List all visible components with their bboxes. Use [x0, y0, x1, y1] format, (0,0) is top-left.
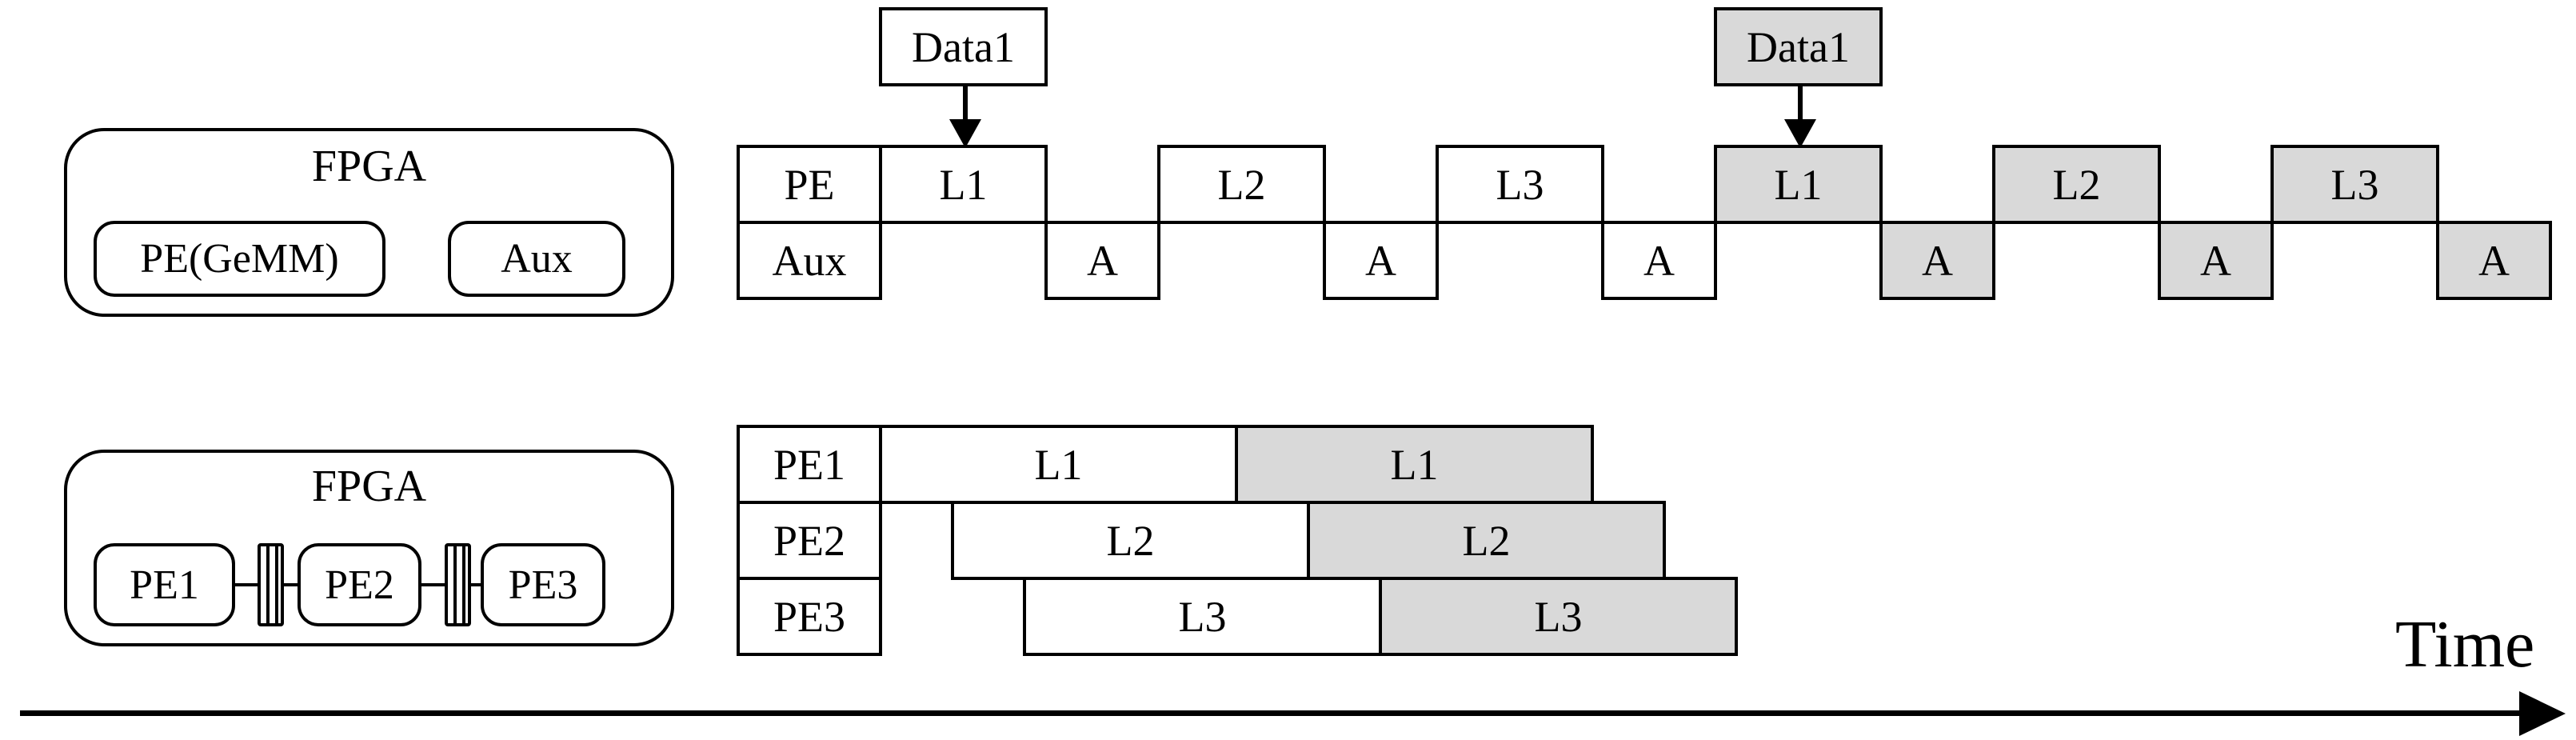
aux-timeline-block-label: A [1087, 236, 1118, 285]
data-arrow-line [1797, 83, 1803, 122]
pipeline-register-icon [258, 543, 284, 626]
pe-timeline-block: L3 [2270, 145, 2439, 224]
pipeline-register-icon [445, 543, 471, 626]
aux-timeline-block-label: A [2200, 236, 2231, 285]
pipeline-wire [235, 583, 258, 586]
pipeline-timeline-block-label: L1 [1390, 440, 1439, 489]
aux-timeline-block: A [1323, 221, 1439, 300]
pe-timeline-block-label: L2 [2052, 160, 2101, 209]
pe2-box-label: PE2 [325, 562, 394, 608]
pe3-box-label: PE3 [508, 562, 578, 608]
fpga-panel-pipeline-title: FPGA [311, 462, 427, 511]
row-label-aux: Aux [737, 221, 882, 300]
pipeline-timeline-block-label: L2 [1106, 516, 1155, 565]
row-label-pe: PE [737, 145, 882, 224]
pe1-box: PE1 [94, 543, 235, 626]
data-callout-box: Data1 [879, 7, 1048, 86]
aux-timeline-block: A [2158, 221, 2274, 300]
pipeline-timeline-block: L1 [879, 425, 1238, 504]
data-arrow-line [962, 83, 968, 122]
aux-timeline-block: A [1601, 221, 1717, 300]
pipeline-timeline-block: L2 [1307, 501, 1666, 580]
pe-timeline-block: L1 [879, 145, 1048, 224]
row-label-pe-label: PE [784, 160, 835, 209]
pe-timeline-block-label: L3 [1496, 160, 1544, 209]
pipeline-timeline-block-label: L1 [1034, 440, 1083, 489]
aux-timeline-block-label: A [1365, 236, 1396, 285]
time-axis-arrowhead-icon [2519, 691, 2566, 736]
pipeline-wire [471, 583, 481, 586]
time-axis-line [20, 710, 2527, 716]
pe2-box: PE2 [298, 543, 421, 626]
pe-timeline-block-label: L2 [1217, 160, 1266, 209]
pe-gemm-box: PE(GeMM) [94, 221, 385, 297]
pipeline-timeline-block: L2 [951, 501, 1310, 580]
pe-timeline-block: L1 [1714, 145, 1883, 224]
data-callout-box-label: Data1 [912, 22, 1015, 71]
aux-timeline-block: A [2436, 221, 2552, 300]
pipeline-timeline-block-label: L3 [1178, 592, 1227, 641]
aux-timeline-block: A [1044, 221, 1160, 300]
pipeline-timeline-block-label: L3 [1534, 592, 1583, 641]
pe-timeline-block: L3 [1436, 145, 1604, 224]
fpga-panel-pipeline: FPGA PE1 PE2 PE3 [64, 450, 674, 646]
row-label-pe2-label: PE2 [773, 516, 846, 565]
aux-box: Aux [448, 221, 625, 297]
aux-timeline-block-label: A [1643, 236, 1675, 285]
data-arrow-head-icon [1783, 119, 1816, 148]
aux-timeline-block-label: A [2478, 236, 2510, 285]
pipeline-timeline-block-label: L2 [1462, 516, 1511, 565]
pe-timeline-block: L2 [1992, 145, 2161, 224]
aux-box-label: Aux [501, 236, 573, 282]
row-label-pe3-label: PE3 [773, 592, 846, 641]
row-label-aux-label: Aux [772, 236, 847, 285]
data-callout-box: Data1 [1714, 7, 1883, 86]
pe-timeline-block: L2 [1157, 145, 1326, 224]
pe-gemm-box-label: PE(GeMM) [140, 236, 339, 282]
pe-timeline-block-label: L3 [2330, 160, 2379, 209]
pe1-box-label: PE1 [130, 562, 199, 608]
fpga-panel-single-title: FPGA [311, 142, 427, 191]
aux-timeline-block: A [1879, 221, 1995, 300]
pe3-box: PE3 [481, 543, 605, 626]
aux-timeline-block-label: A [1922, 236, 1953, 285]
data-arrow-head-icon [949, 119, 981, 148]
row-label-pe1: PE1 [737, 425, 882, 504]
pipeline-wire [284, 583, 298, 586]
pipeline-timeline-block: L1 [1235, 425, 1594, 504]
time-axis-label: Time [2395, 607, 2535, 682]
fpga-panel-single: FPGA PE(GeMM) Aux [64, 128, 674, 317]
row-label-pe1-label: PE1 [773, 440, 846, 489]
row-label-pe3: PE3 [737, 577, 882, 656]
pe-timeline-block-label: L1 [939, 160, 988, 209]
pipeline-timeline-block: L3 [1379, 577, 1738, 656]
pipeline-wire [421, 583, 445, 586]
pe-timeline-block-label: L1 [1774, 160, 1823, 209]
row-label-pe2: PE2 [737, 501, 882, 580]
pipeline-timeline-block: L3 [1023, 577, 1382, 656]
data-callout-box-label: Data1 [1747, 22, 1850, 71]
